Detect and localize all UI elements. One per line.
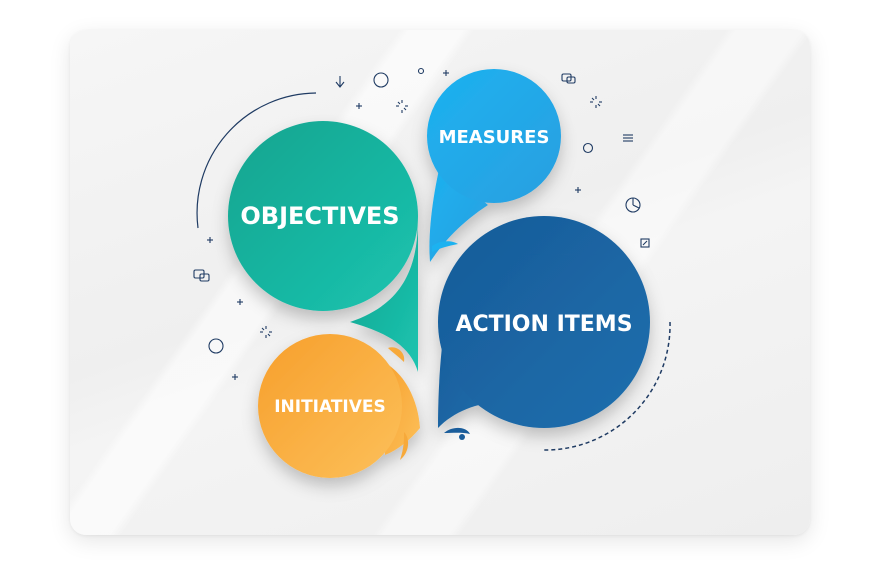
node-objectives [228, 121, 418, 372]
ring-icon [208, 338, 224, 354]
arrow-down-icon [335, 76, 345, 88]
decorative-dashed-arc [541, 321, 671, 451]
chat-icon [193, 269, 210, 282]
node-action-items-label: ACTION ITEMS [455, 312, 632, 337]
node-measures-label: MEASURES [439, 127, 550, 148]
plus-icon [443, 70, 449, 76]
plus-icon [356, 103, 362, 109]
decorative-arc [196, 92, 317, 229]
splash-drop [432, 241, 458, 252]
node-initiatives [258, 334, 420, 478]
sparkle-icon [396, 100, 408, 113]
ring-icon [582, 142, 594, 154]
splash-dot [459, 434, 465, 440]
splash-drop [400, 432, 409, 460]
plus-icon [237, 299, 243, 305]
node-initiatives-label: INITIATIVES [274, 397, 386, 417]
expand-icon [640, 238, 650, 248]
node-measures [427, 69, 561, 262]
plus-icon [207, 237, 213, 243]
pie-chart-icon [625, 197, 641, 213]
sparkle-icon [590, 96, 602, 108]
list-icon [623, 134, 633, 142]
plus-icon [232, 374, 238, 380]
node-action-items [438, 216, 650, 428]
splash-drop [388, 347, 405, 362]
node-objectives-label: OBJECTIVES [240, 202, 399, 230]
plus-icon [575, 187, 581, 193]
sparkle-icon [260, 326, 272, 338]
ring-icon [373, 72, 389, 88]
chat-icon [561, 73, 576, 84]
dot-icon [417, 67, 425, 75]
splash-drop [444, 427, 470, 434]
